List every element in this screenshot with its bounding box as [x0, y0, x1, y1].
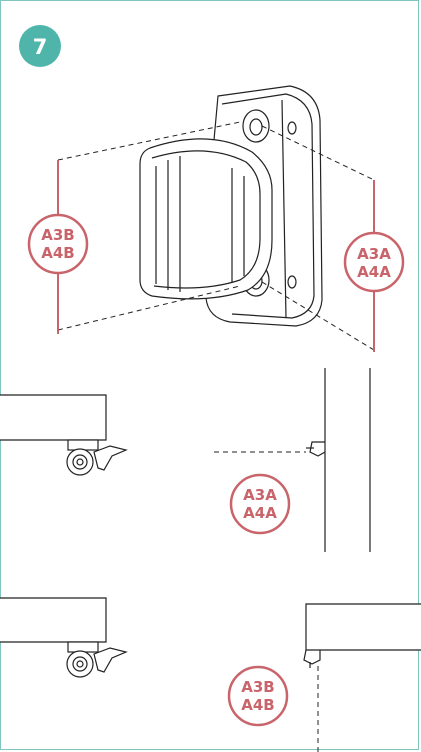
wall-clip-icon — [303, 649, 321, 668]
dimension-right: A3A A4A — [343, 180, 405, 352]
caster-wheel-icon — [66, 641, 128, 678]
dimension-left: A3B A4B — [27, 160, 89, 334]
caster-wheel-icon — [66, 439, 128, 476]
wall-clip-icon — [306, 441, 326, 457]
label-a4a-top: A4A — [357, 263, 391, 281]
cabinet-base-bottom — [0, 597, 107, 643]
wall-panel-middle — [324, 368, 371, 552]
label-a3b-top: A3B — [41, 226, 74, 244]
projection-lines-top — [57, 121, 375, 351]
label-a3a-middle: A3A — [243, 486, 277, 504]
handle-bracket-illustration — [139, 85, 323, 327]
cabinet-panel-icon — [305, 603, 421, 651]
label-a4a-middle: A4A — [243, 504, 277, 522]
step-badge: 7 — [19, 25, 61, 67]
label-badge-middle: A3A A4A — [229, 473, 291, 535]
label-a4b-top: A4B — [41, 244, 74, 262]
label-a4b-bottom: A4B — [241, 696, 274, 714]
cabinet-base-middle — [0, 394, 107, 441]
label-a3b-bottom: A3B — [241, 678, 274, 696]
label-badge-bottom: A3B A4B — [227, 665, 289, 727]
step-number: 7 — [33, 35, 48, 59]
label-a3a-top: A3A — [357, 245, 391, 263]
